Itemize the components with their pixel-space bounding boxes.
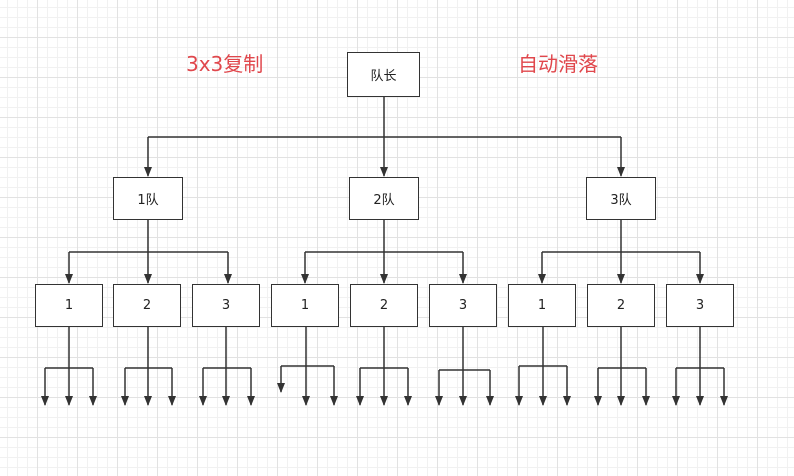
title-right: 自动滑落 (518, 52, 598, 76)
node-team-1[interactable]: 1队 (113, 177, 183, 220)
title-left: 3x3复制 (186, 52, 264, 76)
node-team-1-member-1[interactable]: 1 (35, 284, 103, 327)
node-team-1-member-2[interactable]: 2 (113, 284, 181, 327)
node-team-3-member-1[interactable]: 1 (508, 284, 576, 327)
node-team-3-member-2[interactable]: 2 (587, 284, 655, 327)
node-team-2-member-1[interactable]: 1 (271, 284, 339, 327)
node-team-2-member-3[interactable]: 3 (429, 284, 497, 327)
node-team-1-member-3[interactable]: 3 (192, 284, 260, 327)
node-root[interactable]: 队长 (347, 52, 420, 97)
node-team-3-member-3[interactable]: 3 (666, 284, 734, 327)
node-team-2[interactable]: 2队 (349, 177, 419, 220)
node-team-3[interactable]: 3队 (586, 177, 656, 220)
node-team-2-member-2[interactable]: 2 (350, 284, 418, 327)
